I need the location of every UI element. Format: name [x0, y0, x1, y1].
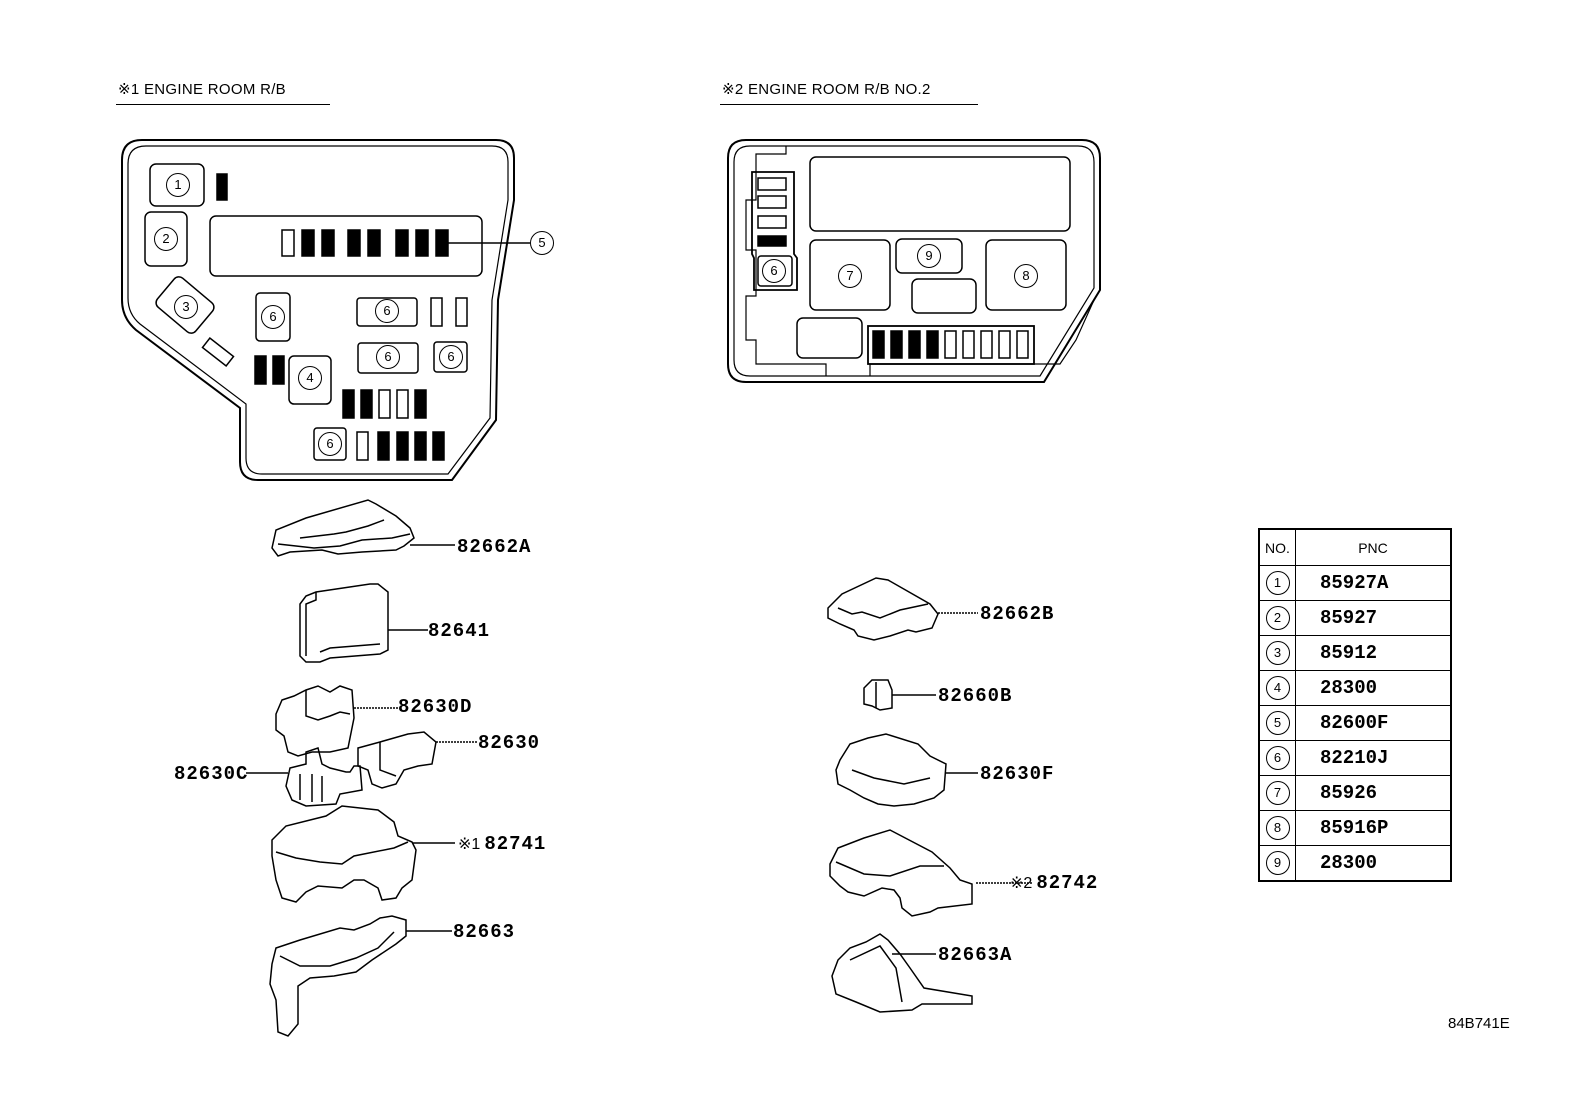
part-82660b-relay [863, 679, 936, 711]
row-number: 7 [1265, 781, 1290, 805]
part-82641-block [299, 583, 428, 663]
callout-6: 6 [439, 345, 463, 369]
part-label: 82663A [938, 944, 1013, 966]
row-pnc: 85927A [1295, 565, 1452, 601]
part-label: 82630 [478, 732, 541, 754]
part-82630c-connector [246, 747, 363, 807]
row-pnc: 28300 [1295, 845, 1452, 882]
note-mark: ※2 [1010, 875, 1033, 892]
part-number: 82742 [1036, 872, 1099, 894]
note-mark: ※1 [458, 836, 481, 853]
callout-7: 7 [838, 264, 862, 288]
row-pnc: 85927 [1295, 600, 1452, 636]
part-label: 82641 [428, 620, 491, 642]
callout-3: 3 [174, 295, 198, 319]
header-pnc: PNC [1295, 528, 1452, 566]
rb1-inner-outline [127, 145, 509, 475]
rb2-inner-outline [733, 145, 1095, 377]
row-number: 3 [1265, 641, 1290, 665]
callout-6: 6 [261, 305, 285, 329]
callout-1: 1 [166, 173, 190, 197]
illustration-code: 84B741E [1448, 1015, 1510, 1032]
part-label: 82662A [457, 536, 532, 558]
rb1-fuse-row-5 [281, 229, 449, 257]
rb2-outer-outline [727, 139, 1101, 383]
row-number: 8 [1265, 816, 1290, 840]
callout-2: 2 [154, 227, 178, 251]
row-pnc: 28300 [1295, 670, 1452, 706]
rb2-title: ※2 ENGINE ROOM R/B NO.2 [722, 81, 931, 98]
part-number: 82741 [484, 833, 547, 855]
row-number: 2 [1265, 606, 1290, 630]
rb1-outer-outline [121, 139, 515, 481]
part-82663a-bracket [831, 933, 973, 1013]
rb2-title-underline [720, 104, 978, 105]
part-label: 82630F [980, 763, 1055, 785]
part-82630f-frame [835, 733, 978, 807]
row-pnc: 85912 [1295, 635, 1452, 671]
rb1-relay-block [121, 139, 530, 481]
part-label: 82630D [398, 696, 473, 718]
row-pnc: 85916P [1295, 810, 1452, 846]
rb1-title: ※1 ENGINE ROOM R/B [118, 81, 286, 98]
part-label: 82660B [938, 685, 1013, 707]
rb2-relay-block [727, 139, 1101, 383]
rb2-fuse-row [872, 330, 1029, 359]
part-82662b-cover [827, 577, 978, 641]
part-82630d-connector [275, 685, 398, 757]
callout-9: 9 [917, 244, 941, 268]
callout-6: 6 [318, 432, 342, 456]
part-82662a-cover [271, 499, 455, 557]
part-label: 82663 [453, 921, 516, 943]
callout-6: 6 [375, 299, 399, 323]
header-no: NO. [1258, 528, 1296, 566]
row-number: 5 [1265, 711, 1290, 735]
row-pnc: 82210J [1295, 740, 1452, 776]
part-82630-connector [357, 731, 478, 789]
rb1-title-underline [116, 104, 330, 105]
row-pnc: 85926 [1295, 775, 1452, 811]
row-number: 9 [1265, 851, 1290, 875]
row-number: 4 [1265, 676, 1290, 700]
part-82741-case [271, 805, 455, 903]
row-number: 1 [1265, 571, 1290, 595]
part-label: 82630C [174, 763, 249, 785]
callout-8: 8 [1014, 264, 1038, 288]
row-pnc: 82600F [1295, 705, 1452, 741]
callout-5: 5 [530, 231, 554, 255]
part-82663-bracket [269, 915, 452, 1037]
callout-6: 6 [376, 345, 400, 369]
rb1-fuse [216, 173, 228, 201]
part-82742-case [829, 829, 1032, 917]
part-label: 82662B [980, 603, 1055, 625]
callout-4: 4 [298, 366, 322, 390]
row-number: 6 [1265, 746, 1290, 770]
callout-6: 6 [762, 259, 786, 283]
